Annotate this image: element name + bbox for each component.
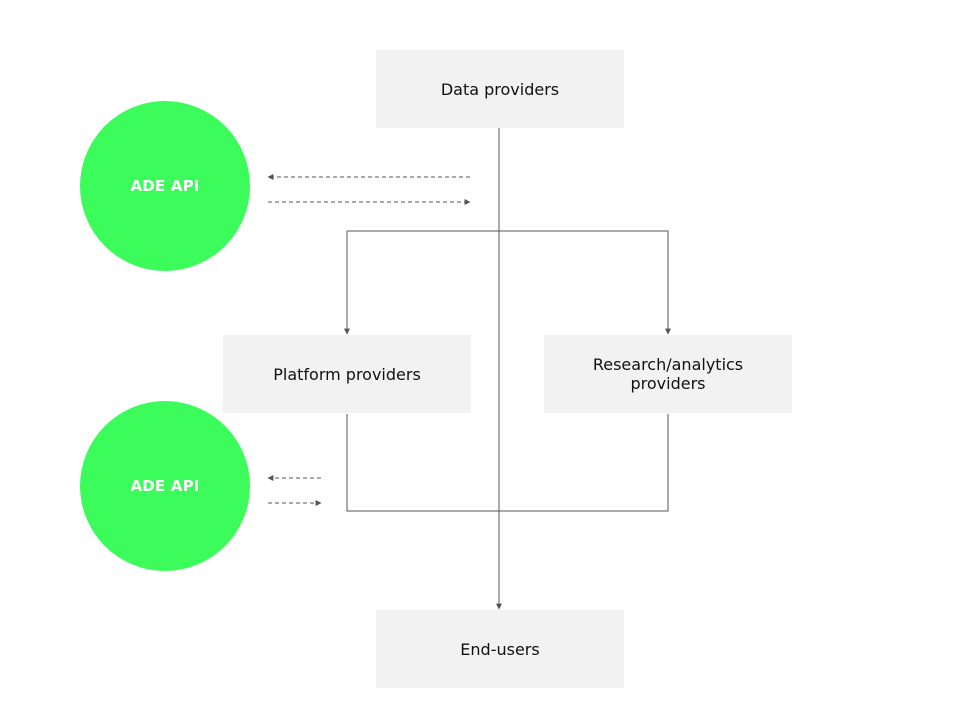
ade-api-bottom-circle: ADE API xyxy=(80,401,250,571)
research-providers-label: Research/analytics providers xyxy=(592,355,744,393)
data-providers-node: Data providers xyxy=(376,50,624,128)
platform-providers-label: Platform providers xyxy=(273,364,421,384)
branch-left-connector xyxy=(344,230,499,335)
ade-api-bottom-label: ADE API xyxy=(130,477,200,495)
branch-right-connector xyxy=(499,230,671,335)
ade-api-top-label: ADE API xyxy=(130,177,200,195)
merge-right-connector xyxy=(499,414,669,512)
ade-api-top-circle: ADE API xyxy=(80,101,250,271)
merge-left-connector xyxy=(346,414,499,512)
research-providers-node: Research/analytics providers xyxy=(544,335,792,413)
platform-providers-node: Platform providers xyxy=(223,335,471,413)
end-users-node: End-users xyxy=(376,610,624,688)
data-providers-label: Data providers xyxy=(440,79,560,99)
end-users-label: End-users xyxy=(460,639,540,659)
